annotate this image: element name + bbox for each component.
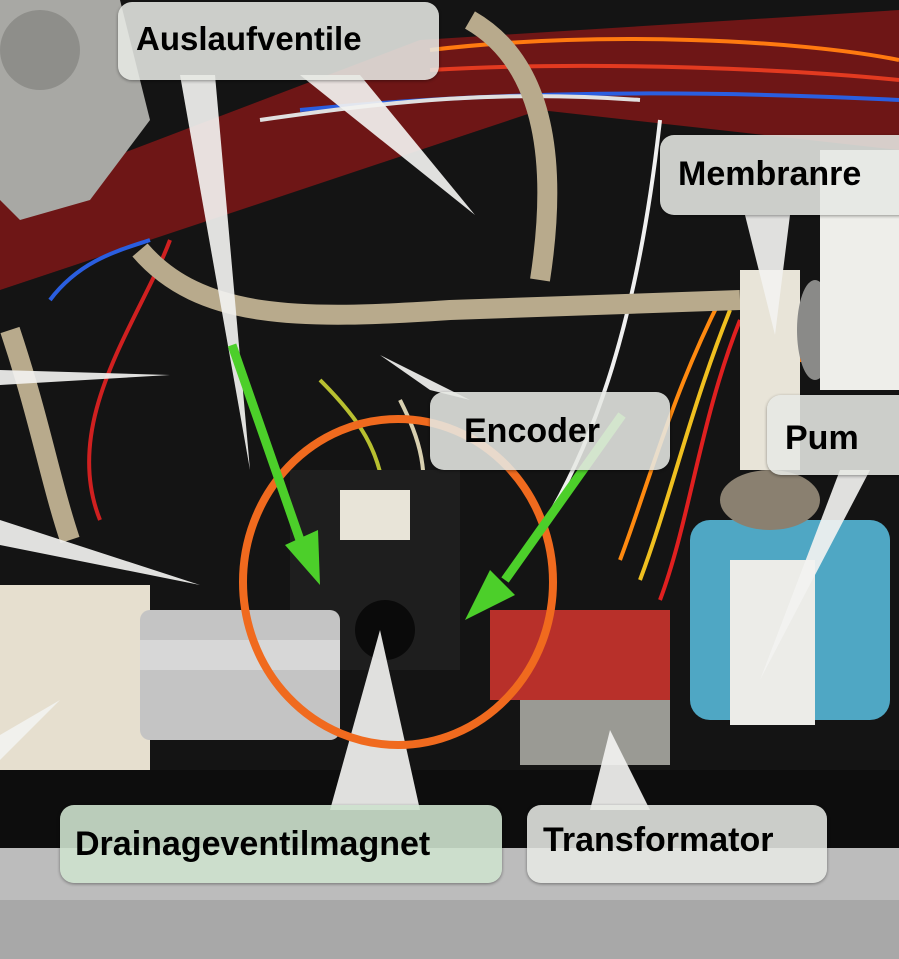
circuit-board xyxy=(0,10,899,290)
water-hose xyxy=(132,243,741,325)
label-transformator: Transformator xyxy=(527,805,827,883)
wires xyxy=(48,37,899,601)
gear-motor-housing xyxy=(0,585,150,770)
highlight-circle xyxy=(239,415,557,749)
label-drainageventilmagnet: Drainageventilmagnet xyxy=(60,805,502,883)
label-auslaufventile: Auslaufventile xyxy=(118,2,439,80)
label-membranregler: Membranre xyxy=(660,135,899,215)
callout-pointers xyxy=(0,75,870,810)
label-pumpe: Pum xyxy=(767,395,899,475)
label-encoder: Encoder xyxy=(430,392,670,470)
